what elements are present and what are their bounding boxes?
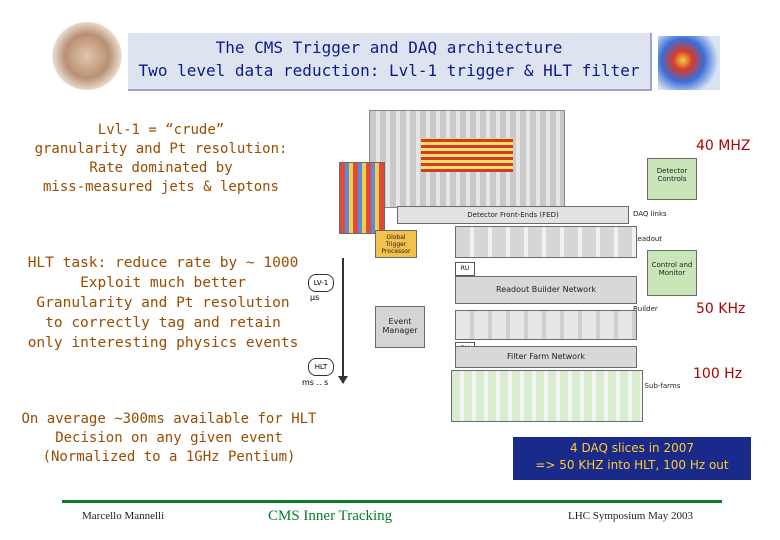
daq-links-label: DAQ links xyxy=(633,210,667,218)
footer-title: CMS Inner Tracking xyxy=(268,508,393,524)
lv1-marker: LV-1 xyxy=(308,274,334,292)
hlt-note-line: to correctly tag and retain xyxy=(45,315,281,331)
gtp-label: Global Trigger Processor xyxy=(381,234,411,255)
fed-label: Detector Front-Ends (FED) xyxy=(467,211,559,219)
daq-slices-line-2: => 50 KHZ into HLT, 100 Hz out xyxy=(535,458,729,472)
timing-note: On average ~300ms available for HLT Deci… xyxy=(14,410,324,467)
timeline-axis xyxy=(342,258,344,383)
title-line-2: Two level data reduction: Lvl-1 trigger … xyxy=(138,61,640,80)
hlt-note: HLT task: reduce rate by ~ 1000 Exploit … xyxy=(18,253,308,353)
event-manager-label: Event Manager xyxy=(382,317,418,335)
timeline-arrow-icon xyxy=(338,376,348,384)
hlt-time-label: ms .. s xyxy=(302,378,329,387)
event-display-image xyxy=(658,36,720,90)
filter-farm xyxy=(451,370,643,422)
timing-note-line: (Normalized to a 1GHz Pentium) xyxy=(42,449,296,465)
title-banner: The CMS Trigger and DAQ architecture Two… xyxy=(128,33,652,91)
hlt-note-line: HLT task: reduce rate by ~ 1000 xyxy=(27,255,299,271)
rate-100hz: 100 Hz xyxy=(693,366,743,382)
lvl1-note-line: miss-measured jets & leptons xyxy=(42,179,279,195)
builder-label: Builder xyxy=(633,305,658,313)
daq-diagram: Detector Front-Ends (FED) Global Trigger… xyxy=(325,110,697,422)
title-line-1: The CMS Trigger and DAQ architecture xyxy=(215,38,563,57)
readout-label: Readout xyxy=(633,235,663,243)
timing-note-line: On average ~300ms available for HLT xyxy=(21,411,317,427)
filter-subfarms-label: Filter Sub-farms xyxy=(625,382,681,390)
rate-40mhz: 40 MHZ xyxy=(696,138,751,154)
rbn-label: Readout Builder Network xyxy=(496,285,596,294)
footer-rule xyxy=(62,500,722,503)
filter-farm-network: Filter Farm Network xyxy=(455,346,637,368)
detector-core xyxy=(421,138,513,172)
lvl1-note-line: Lvl-1 = “crude” xyxy=(97,122,225,138)
readout-builder-network: Readout Builder Network xyxy=(455,276,637,304)
cms-logo-left xyxy=(52,22,122,90)
daq-slices-box: 4 DAQ slices in 2007 => 50 KHZ into HLT,… xyxy=(513,437,751,480)
ffn-label: Filter Farm Network xyxy=(506,352,585,361)
detector-controls: Detector Controls xyxy=(647,158,697,200)
lvl1-note: Lvl-1 = “crude” granularity and Pt resol… xyxy=(22,121,300,197)
lvl1-note-line: granularity and Pt resolution: xyxy=(34,141,288,157)
ru-column xyxy=(455,226,637,258)
rate-50khz: 50 KHz xyxy=(696,301,746,317)
hlt-note-line: Granularity and Pt resolution xyxy=(36,295,290,311)
control-monitor-label: Control and Monitor xyxy=(651,261,693,277)
footer-author: Marcello Mannelli xyxy=(82,510,165,522)
event-manager: Event Manager xyxy=(375,306,425,348)
timeline: LV-1 μs HLT ms .. s xyxy=(302,258,352,388)
fed-block: Detector Front-Ends (FED) xyxy=(397,206,629,224)
hlt-note-line: only interesting physics events xyxy=(27,335,299,351)
footer-event: LHC Symposium May 2003 xyxy=(568,510,693,522)
lv1-time-label: μs xyxy=(310,293,320,302)
hlt-note-line: Exploit much better xyxy=(80,275,246,291)
hlt-marker: HLT xyxy=(308,358,334,376)
control-and-monitor: Control and Monitor xyxy=(647,250,697,296)
trigger-electronics xyxy=(339,162,385,234)
detector-controls-label: Detector Controls xyxy=(656,167,688,183)
lvl1-note-line: Rate dominated by xyxy=(89,160,233,176)
bu-column xyxy=(455,310,637,340)
daq-slices-line-1: 4 DAQ slices in 2007 xyxy=(570,441,694,455)
global-trigger-processor: Global Trigger Processor xyxy=(375,230,417,258)
ru-unit: RU xyxy=(455,262,475,276)
timing-note-line: Decision on any given event xyxy=(55,430,283,446)
